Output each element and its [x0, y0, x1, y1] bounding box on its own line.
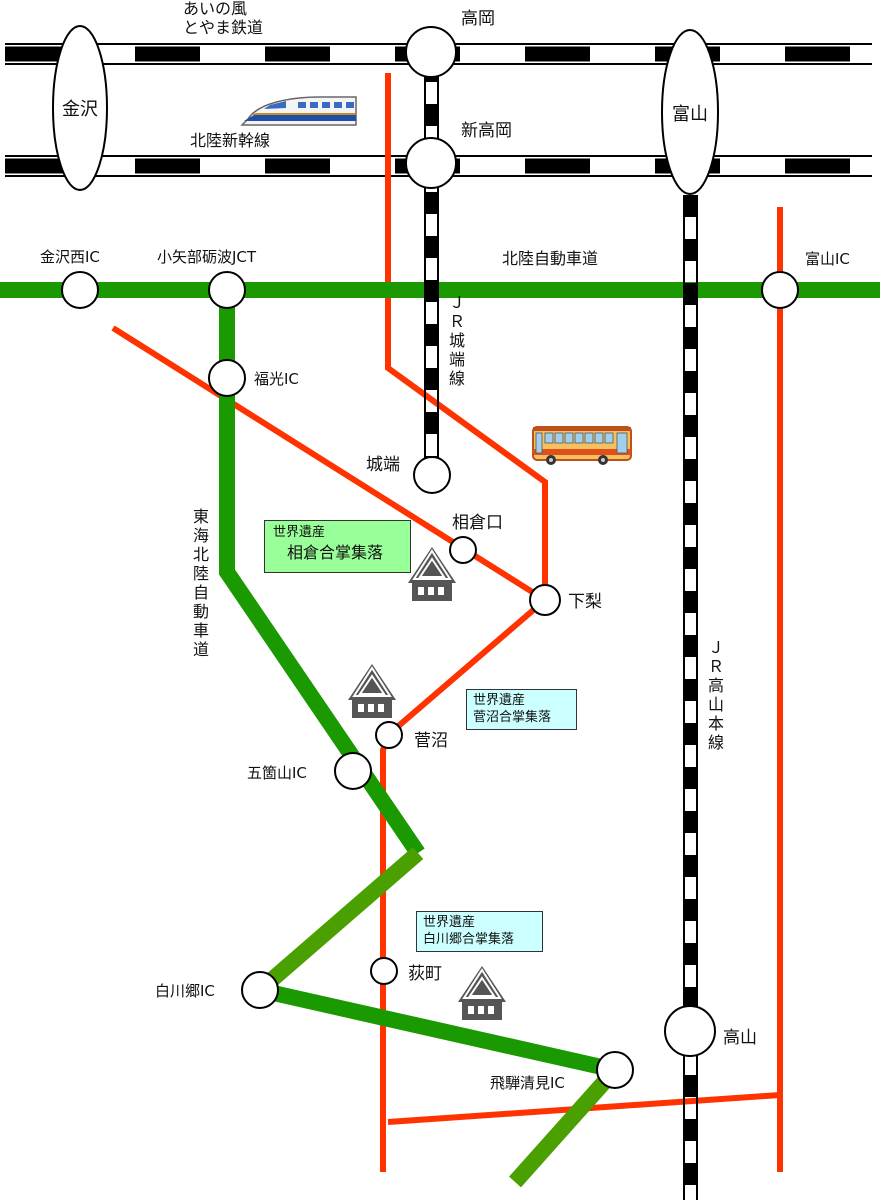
shin-takaoka-station-label: 新高岡 — [461, 121, 512, 141]
vertical-glyph: 高 — [708, 676, 724, 695]
takaoka-station-marker — [405, 26, 457, 78]
fukumitsu-ic-label: 福光IC — [254, 370, 299, 388]
vertical-glyph: 車 — [193, 621, 209, 640]
shimonashi-stop-marker — [529, 584, 561, 616]
shinkansen-label: 北陸新幹線 — [190, 131, 270, 150]
vertical-glyph: 線 — [708, 733, 724, 752]
road-shinkansen-to-shimonashi — [385, 73, 548, 600]
kanazawa-nishi-ic-label: 金沢西IC — [40, 248, 100, 266]
shirakawago-heritage-name: 白川郷合掌集落 — [423, 932, 515, 947]
toyama-ic-marker — [761, 271, 799, 309]
takayama-station-marker — [664, 1005, 716, 1057]
suganuma-label: 菅沼 — [414, 731, 448, 751]
fukumitsu-ic-marker — [208, 359, 246, 397]
vertical-glyph: 自 — [193, 583, 209, 602]
jr-johana-line-label: ＪＲ城端線 — [449, 293, 465, 388]
vertical-glyph: 道 — [193, 640, 209, 659]
hida-kiyomi-ic-label: 飛騨清見IC — [490, 1074, 565, 1092]
kanazawa-nishi-ic-marker — [61, 271, 99, 309]
oyabe-tonami-jct-marker — [208, 271, 246, 309]
vertical-glyph: 動 — [193, 602, 209, 621]
toyama-ic-label: 富山IC — [805, 250, 850, 268]
gokayama-ic-marker — [334, 752, 372, 790]
vertical-glyph: 城 — [449, 331, 465, 350]
shirakawago-heritage-box: 世界遺産 白川郷合掌集落 — [416, 911, 543, 952]
vertical-glyph: 北 — [193, 545, 209, 564]
ainokura-heritage-name: 相倉合掌集落 — [287, 543, 384, 562]
kanazawa-station-label: 金沢 — [62, 99, 98, 120]
vertical-glyph: Ｊ — [449, 293, 465, 312]
hida-kiyomi-ic-marker — [596, 1051, 634, 1089]
suganuma-heritage-box: 世界遺産 菅沼合掌集落 — [466, 689, 577, 730]
ainokaze-line-label: あいの風とやま鉄道 — [183, 0, 263, 37]
vertical-glyph: Ｒ — [449, 312, 465, 331]
vertical-glyph: 端 — [449, 350, 465, 369]
suganuma-heritage-tag: 世界遺産 — [473, 693, 526, 708]
tokai-hokuriku-expressway-label: 東海北陸自動車道 — [193, 507, 209, 659]
shin-takaoka-station-marker — [405, 137, 457, 189]
shirakawago-ic-label: 白川郷IC — [155, 982, 215, 1000]
takayama-station-label: 高山 — [723, 1028, 757, 1048]
ainokura-guchi-label: 相倉口 — [452, 513, 503, 533]
johana-station-label: 城端 — [366, 455, 400, 475]
gokayama-ic-label: 五箇山IC — [247, 764, 307, 782]
ainokaze-line-label-1: あいの風 — [183, 0, 247, 18]
vertical-glyph: 山 — [708, 695, 724, 714]
johana-station-marker — [413, 456, 451, 494]
shinkansen-icon — [240, 96, 357, 126]
vertical-glyph: 東 — [193, 507, 209, 526]
vertical-glyph: 本 — [708, 714, 724, 733]
gassho-house-icon — [458, 966, 506, 1020]
toyama-station-label: 富山 — [672, 104, 708, 125]
ainokura-guchi-stop-marker — [449, 536, 477, 564]
bus-icon — [532, 426, 632, 465]
vertical-glyph: 海 — [193, 526, 209, 545]
takaoka-station-label: 高岡 — [461, 9, 495, 29]
ainokura-heritage-tag: 世界遺産 — [273, 525, 326, 540]
jr-johana-line-track — [424, 60, 439, 475]
kanazawa-station-marker — [52, 25, 108, 191]
vertical-glyph: Ｊ — [708, 638, 724, 657]
ogimachi-label: 荻町 — [408, 964, 442, 984]
vertical-glyph: Ｒ — [708, 657, 724, 676]
suganuma-heritage-name: 菅沼合掌集落 — [473, 710, 552, 725]
shimonashi-label: 下梨 — [568, 592, 602, 612]
ainokura-heritage-box: 世界遺産 相倉合掌集落 — [264, 520, 411, 573]
shirakawago-ic-marker — [241, 971, 279, 1009]
ainokaze-line-label-2: とやま鉄道 — [183, 18, 263, 37]
hokuriku-expressway-label: 北陸自動車道 — [502, 249, 598, 268]
jr-takayama-line-label: ＪＲ高山本線 — [708, 638, 724, 752]
gassho-house-icon — [408, 547, 456, 601]
vertical-glyph: 線 — [449, 369, 465, 388]
shirakawago-heritage-tag: 世界遺産 — [423, 915, 476, 930]
oyabe-tonami-jct-label: 小矢部砺波JCT — [157, 248, 257, 266]
ogimachi-stop-marker — [370, 957, 398, 985]
gassho-house-icon — [348, 664, 396, 718]
vertical-glyph: 陸 — [193, 564, 209, 583]
toyama-station-marker — [661, 29, 719, 195]
suganuma-stop-marker — [375, 721, 403, 749]
